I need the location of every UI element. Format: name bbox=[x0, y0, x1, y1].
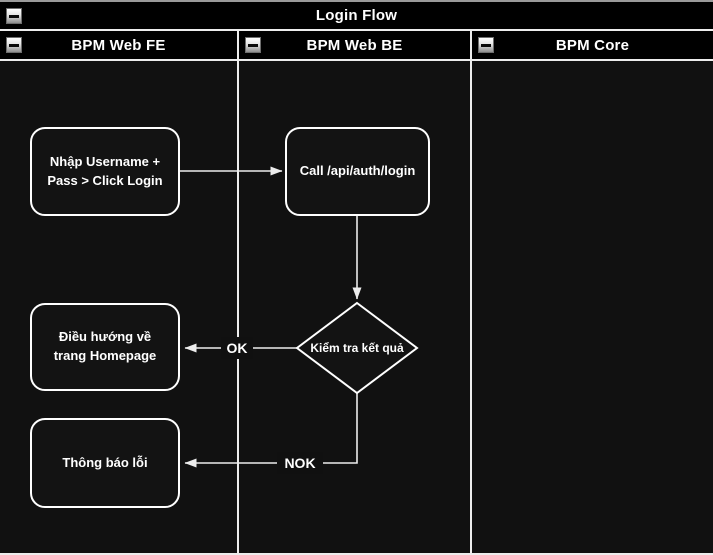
lane-title: BPM Core bbox=[555, 36, 630, 54]
lane-body-bpm-core bbox=[472, 61, 713, 553]
lane-divider-2 bbox=[470, 31, 472, 553]
header-separator-line bbox=[0, 59, 713, 61]
node-input-login[interactable]: Nhập Username + Pass > Click Login bbox=[30, 127, 180, 216]
edge-label-text: NOK bbox=[284, 455, 316, 471]
title-separator-line bbox=[0, 29, 713, 31]
edge-label-ok[interactable]: OK bbox=[221, 337, 253, 359]
node-call-api[interactable]: Call /api/auth/login bbox=[285, 127, 430, 216]
lane-header-bpm-web-fe[interactable]: BPM Web FE bbox=[0, 31, 237, 59]
collapse-lane-core-button[interactable] bbox=[478, 37, 494, 53]
node-redirect-homepage[interactable]: Điều hướng về trang Homepage bbox=[30, 303, 180, 391]
lane-header-bpm-core[interactable]: BPM Core bbox=[472, 31, 713, 59]
node-label: Điều hướng về trang Homepage bbox=[53, 329, 157, 363]
minus-icon bbox=[9, 14, 19, 18]
node-check-result-label[interactable]: Kiểm tra kết quả bbox=[299, 336, 415, 360]
lane-divider-1 bbox=[237, 31, 239, 553]
edge-label-nok[interactable]: NOK bbox=[277, 452, 323, 474]
lane-title: BPM Web FE bbox=[71, 36, 166, 54]
pool-bottom-border bbox=[0, 553, 713, 555]
collapse-lane-be-button[interactable] bbox=[245, 37, 261, 53]
minus-icon bbox=[248, 43, 258, 47]
pool-top-border bbox=[0, 0, 713, 2]
pool-header[interactable]: Login Flow bbox=[0, 2, 713, 29]
collapse-pool-button[interactable] bbox=[6, 8, 22, 24]
collapse-lane-fe-button[interactable] bbox=[6, 37, 22, 53]
pool-title: Login Flow bbox=[315, 7, 398, 24]
edge-label-text: OK bbox=[226, 340, 248, 356]
node-label: Nhập Username + Pass > Click Login bbox=[47, 153, 163, 188]
lane-header-bpm-web-be[interactable]: BPM Web BE bbox=[239, 31, 470, 59]
lane-title: BPM Web BE bbox=[306, 36, 403, 54]
node-label: Kiểm tra kết quả bbox=[310, 341, 404, 355]
node-error-message[interactable]: Thông báo lỗi bbox=[30, 418, 180, 508]
node-label: Call /api/auth/login bbox=[299, 163, 416, 179]
node-label: Thông báo lỗi bbox=[62, 454, 148, 470]
minus-icon bbox=[9, 43, 19, 47]
minus-icon bbox=[481, 43, 491, 47]
